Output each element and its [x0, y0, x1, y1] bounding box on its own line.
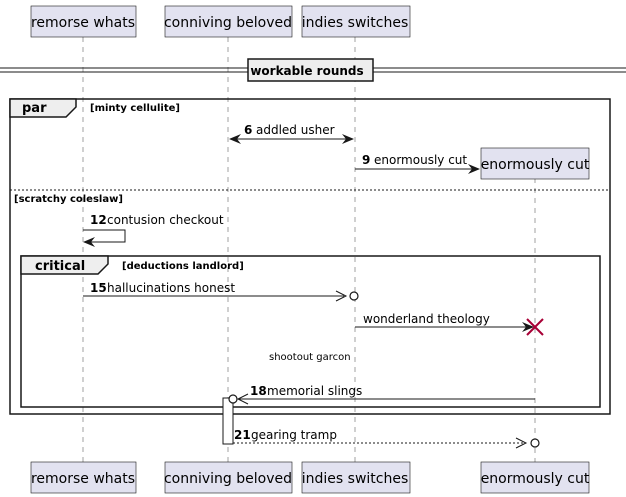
participant-enormously-cut-bottom[interactable]: enormously cut — [481, 461, 590, 494]
par-condition: [minty cellulite] — [90, 103, 180, 114]
participant-label: conniving beloved — [164, 471, 292, 487]
participant-conniving-beloved-top[interactable]: conniving beloved — [164, 5, 293, 38]
divider-label: workable rounds — [250, 64, 363, 78]
participant-label: indies switches — [302, 15, 409, 31]
critical-condition: [deductions landlord] — [122, 261, 244, 272]
message-wonderland-theology: wonderland theology — [355, 312, 544, 336]
message-18: 18 memorial slings — [228, 384, 535, 405]
participant-label: remorse whats — [31, 471, 135, 487]
activation-bar — [222, 397, 234, 445]
message-number: 9 — [362, 153, 370, 167]
message-text: enormously cut — [374, 153, 467, 167]
participant-label: remorse whats — [31, 15, 135, 31]
participant-indies-switches-top[interactable]: indies switches — [301, 5, 411, 38]
message-text: hallucinations honest — [107, 281, 235, 295]
message-6: 6 addled usher — [229, 123, 354, 144]
destroy-icon — [526, 318, 544, 336]
message-text: wonderland theology — [363, 312, 490, 326]
participant-label: enormously cut — [481, 157, 590, 173]
message-text: addled usher — [256, 123, 335, 137]
message-text: contusion checkout — [107, 213, 224, 227]
message-9: 9 enormously cut — [355, 153, 480, 174]
message-number: 6 — [244, 123, 252, 137]
participant-label: conniving beloved — [164, 15, 292, 31]
message-text: gearing tramp — [251, 428, 337, 442]
divider: workable rounds — [0, 58, 626, 82]
participant-conniving-beloved-bottom[interactable]: conniving beloved — [164, 461, 293, 494]
par-else-condition: [scratchy coleslaw] — [14, 194, 123, 205]
message-12: 12 contusion checkout — [83, 213, 224, 247]
participant-label: enormously cut — [481, 471, 590, 487]
participant-remorse-whats-bottom[interactable]: remorse whats — [30, 461, 137, 494]
message-number: 18 — [250, 384, 267, 398]
message-21: 21 gearing tramp — [233, 428, 540, 449]
message-15: 15 hallucinations honest — [83, 281, 359, 302]
critical-frame: critical [deductions landlord] — [20, 255, 601, 408]
message-number: 15 — [90, 281, 107, 295]
par-keyword: par — [22, 101, 47, 116]
message-number: 12 — [90, 213, 107, 227]
message-text: memorial slings — [267, 384, 362, 398]
critical-keyword: critical — [35, 259, 85, 274]
par-frame: par [minty cellulite] [scratchy coleslaw… — [9, 98, 611, 415]
participant-indies-switches-bottom[interactable]: indies switches — [301, 461, 411, 494]
participant-label: indies switches — [302, 471, 409, 487]
message-number: 21 — [234, 428, 251, 442]
participant-enormously-cut-created[interactable]: enormously cut — [481, 147, 590, 180]
delay-text: shootout garcon — [269, 352, 351, 363]
participant-remorse-whats-top[interactable]: remorse whats — [30, 5, 137, 38]
